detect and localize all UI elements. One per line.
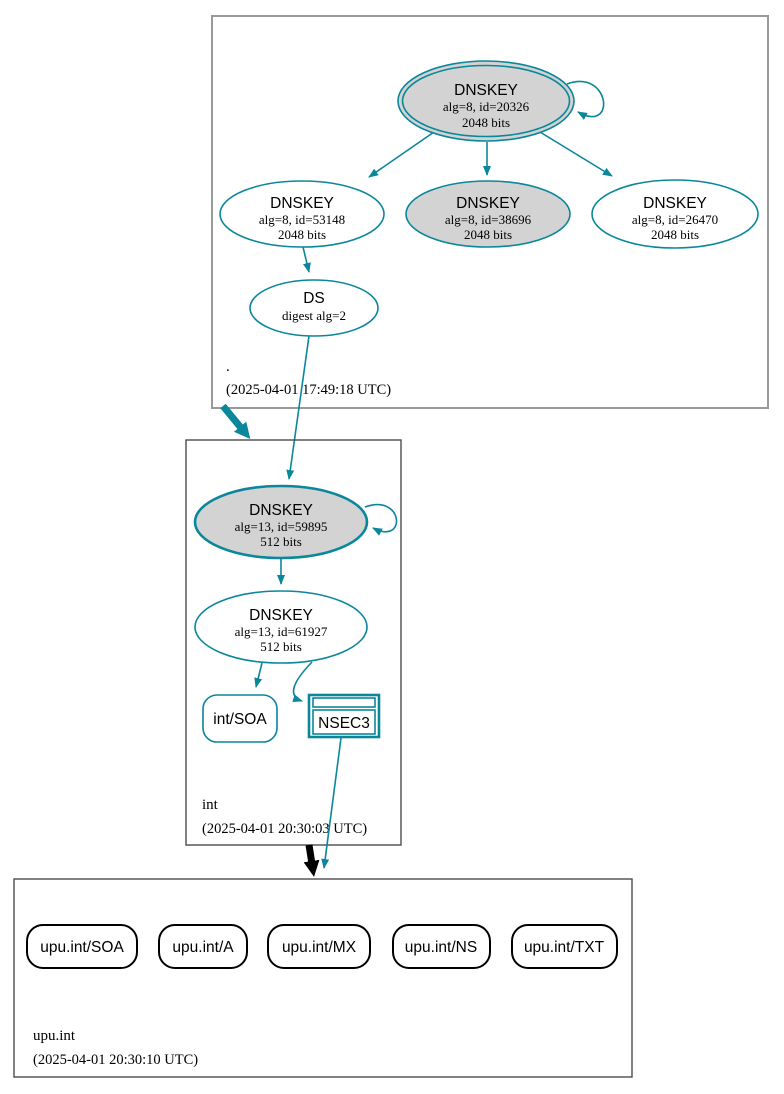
- zone-root-timestamp: (2025-04-01 17:49:18 UTC): [226, 382, 391, 398]
- edge-int-zsk-to-soa: [254, 662, 263, 688]
- rrset-upu-txt-label: upu.int/TXT: [524, 939, 605, 956]
- node-zsk-38696-alg: alg=8, id=38696: [445, 212, 532, 227]
- node-zsk-26470-title: DNSKEY: [643, 195, 707, 212]
- node-root-ksk-outer[interactable]: [397, 60, 575, 142]
- node-ds-int[interactable]: DS digest alg=2: [249, 279, 379, 337]
- edge-int-zsk-to-nsec3: [292, 661, 313, 702]
- zone-int-box: [185, 439, 402, 846]
- edge-int-ksk-selfsign: [364, 504, 398, 536]
- zone-upu-int: upu.int/SOA upu.int/A upu.int/MX upu.int…: [13, 878, 633, 1078]
- edge-delegation-root-to-int: [220, 403, 251, 440]
- node-int-ksk-title: DNSKEY: [249, 502, 313, 519]
- node-rrset-upu-a[interactable]: upu.int/A: [158, 924, 248, 969]
- zone-upu-timestamp: (2025-04-01 20:30:10 UTC): [33, 1052, 198, 1068]
- edge-root-ksk-selfsign: [566, 80, 605, 120]
- node-zsk-26470-bits: 2048 bits: [651, 227, 699, 242]
- node-int-zsk-bits: 512 bits: [260, 639, 302, 654]
- node-int-soa-label: int/SOA: [213, 711, 267, 728]
- nsec3-label-cell: [312, 709, 376, 735]
- edge-ksk-to-zsk-53148: [368, 131, 435, 178]
- node-zsk-38696-title: DNSKEY: [456, 195, 520, 212]
- node-int-soa[interactable]: int/SOA: [202, 694, 278, 743]
- edge-nsec3-to-upu: [321, 737, 342, 869]
- node-root-ksk-title: DNSKEY: [454, 82, 518, 99]
- zone-int-label: int: [202, 797, 219, 813]
- node-int-zsk-alg: alg=13, id=61927: [235, 624, 328, 639]
- rrset-upu-a-label: upu.int/A: [172, 939, 234, 956]
- node-root-zsk-38696[interactable]: DNSKEY alg=8, id=38696 2048 bits: [405, 180, 571, 248]
- node-int-ksk-alg: alg=13, id=59895: [235, 519, 328, 534]
- zone-root-label: .: [226, 359, 230, 375]
- zone-upu-box: [13, 878, 633, 1078]
- zone-root-box: [211, 15, 769, 409]
- node-root-zsk-53148[interactable]: DNSKEY alg=8, id=53148 2048 bits: [219, 180, 385, 248]
- node-ds-title: DS: [303, 290, 325, 307]
- node-rrset-upu-ns[interactable]: upu.int/NS: [392, 924, 491, 969]
- node-rrset-upu-soa[interactable]: upu.int/SOA: [26, 924, 138, 969]
- node-rrset-upu-txt[interactable]: upu.int/TXT: [511, 924, 618, 969]
- node-rrset-upu-mx[interactable]: upu.int/MX: [267, 924, 371, 969]
- node-zsk-38696-bits: 2048 bits: [464, 227, 512, 242]
- node-int-ksk-59895[interactable]: DNSKEY alg=13, id=59895 512 bits: [193, 484, 369, 560]
- zone-int: DNSKEY alg=13, id=59895 512 bits DNSKEY …: [185, 439, 402, 846]
- nsec3-top-cell: [312, 697, 376, 708]
- node-root-ksk-inner: [401, 64, 571, 138]
- node-root-zsk-26470[interactable]: DNSKEY alg=8, id=26470 2048 bits: [591, 179, 759, 249]
- node-int-zsk-title: DNSKEY: [249, 607, 313, 624]
- node-zsk-26470-alg: alg=8, id=26470: [632, 212, 718, 227]
- node-root-ksk-alg: alg=8, id=20326: [443, 99, 530, 114]
- rrset-upu-mx-label: upu.int/MX: [282, 939, 357, 956]
- zone-int-timestamp: (2025-04-01 20:30:03 UTC): [202, 821, 367, 837]
- zone-root: DNSKEY alg=8, id=20326 2048 bits DNSKEY …: [211, 15, 769, 409]
- edge-delegation-int-to-upu-insecure: [303, 844, 320, 877]
- rrset-upu-ns-label: upu.int/NS: [405, 939, 477, 956]
- edge-zsk-53148-to-ds: [302, 246, 311, 273]
- node-zsk-53148-title: DNSKEY: [270, 195, 334, 212]
- node-nsec3[interactable]: NSEC3: [307, 693, 381, 739]
- node-int-zsk-61927[interactable]: DNSKEY alg=13, id=61927 512 bits: [194, 590, 368, 664]
- node-zsk-53148-bits: 2048 bits: [278, 227, 326, 242]
- node-ds-alg: digest alg=2: [282, 308, 346, 323]
- rrset-upu-soa-label: upu.int/SOA: [40, 939, 124, 956]
- node-zsk-53148-alg: alg=8, id=53148: [259, 212, 345, 227]
- node-root-ksk-bits: 2048 bits: [462, 115, 510, 130]
- node-nsec3-label: NSEC3: [318, 715, 370, 732]
- node-root-ksk-20326[interactable]: DNSKEY alg=8, id=20326 2048 bits: [397, 60, 575, 142]
- edge-ds-to-int-ksk: [286, 335, 310, 480]
- zone-upu-label: upu.int: [33, 1028, 76, 1044]
- node-int-ksk-bits: 512 bits: [260, 534, 302, 549]
- edge-ksk-to-zsk-26470: [539, 131, 613, 177]
